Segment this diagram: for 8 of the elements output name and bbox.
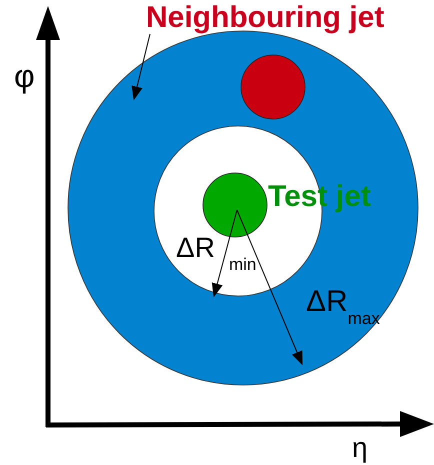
leader-line xyxy=(132,34,150,100)
radius-label: ΔR$_{min}$ xyxy=(176,234,256,273)
test-jet-disk xyxy=(202,172,268,238)
axis-label: φ xyxy=(14,60,35,92)
axis-label: η xyxy=(352,434,368,462)
neighbour-jet-disk xyxy=(240,54,306,120)
callout-text: Neighbouring jet xyxy=(146,2,424,34)
radius-label: ΔR$_{max}$ xyxy=(306,287,380,327)
